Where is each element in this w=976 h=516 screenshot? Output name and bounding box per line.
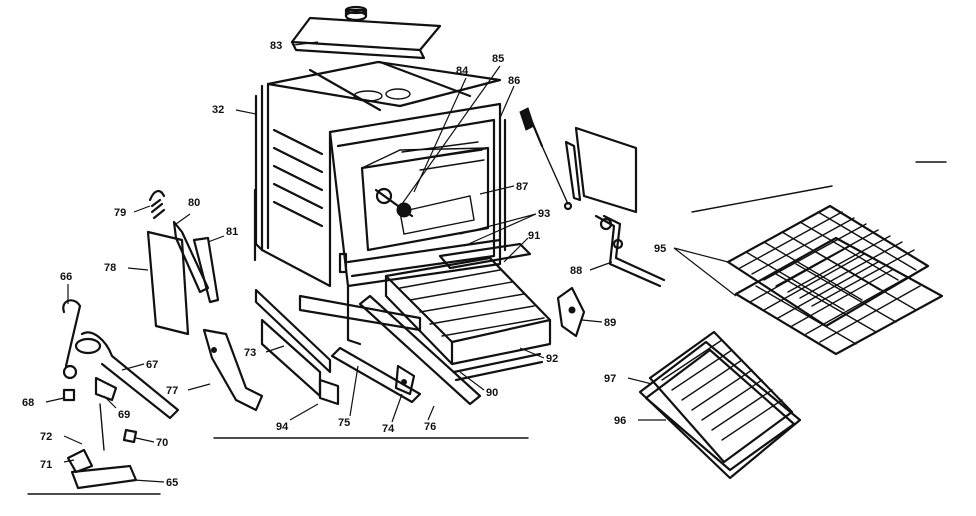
callout-label: 90: [486, 387, 498, 399]
lower-trim: [254, 288, 332, 398]
callout-label: 66: [60, 271, 72, 283]
right-side-bracket: [564, 126, 666, 288]
callout-label: 75: [338, 417, 350, 429]
callout-label: 72: [40, 431, 52, 443]
callout-label: 86: [508, 75, 520, 87]
callout-label: 79: [114, 207, 126, 219]
callout-label: 71: [40, 459, 52, 471]
burner-assembly: [374, 187, 414, 218]
callout-label: 70: [156, 437, 168, 449]
callout-label: 69: [118, 409, 130, 421]
drawer-rails: [330, 294, 544, 406]
callout-label: 76: [424, 421, 436, 433]
callout-label: 94: [276, 421, 289, 433]
stray-line: [691, 185, 833, 213]
callout-label: 89: [604, 317, 616, 329]
broil-pan-grid: [638, 330, 802, 480]
callout-label: 80: [188, 197, 200, 209]
callout-label: 65: [166, 477, 178, 489]
callout-label: 77: [166, 385, 178, 397]
broiler-drawer: [384, 242, 552, 366]
callout-label: 73: [244, 347, 256, 359]
callout-labels: 83 84 85 86 32 87 93 91 88 89 95 79 80 8…: [22, 40, 666, 489]
callout-label: 32: [212, 104, 224, 116]
top-cover-part: [290, 5, 442, 60]
callout-label: 67: [146, 359, 158, 371]
callout-label: 87: [516, 181, 528, 193]
callout-label: 91: [528, 230, 540, 242]
thermostat-bulb: [519, 107, 573, 211]
callout-label: 92: [546, 353, 558, 365]
callout-label: 96: [614, 415, 626, 427]
broiler-bracket: [556, 286, 586, 338]
oven-cabinet-body: [253, 60, 507, 406]
leader-lines: [45, 41, 737, 483]
callout-label: 85: [492, 53, 504, 65]
side-hardware: [146, 190, 220, 336]
gas-valve-manifold: [62, 299, 180, 490]
callout-label: 74: [382, 423, 395, 435]
callout-label: 68: [22, 397, 34, 409]
callout-label: 78: [104, 262, 116, 274]
callout-label: 88: [570, 265, 582, 277]
callout-label: 81: [226, 226, 238, 238]
door-hinge-parts: [202, 328, 416, 412]
oven-racks: [726, 204, 944, 356]
callout-label: 95: [654, 243, 666, 255]
callout-label: 83: [270, 40, 282, 52]
callout-label: 84: [456, 65, 469, 77]
callout-label: 93: [538, 208, 550, 220]
callout-label: 97: [604, 373, 616, 385]
